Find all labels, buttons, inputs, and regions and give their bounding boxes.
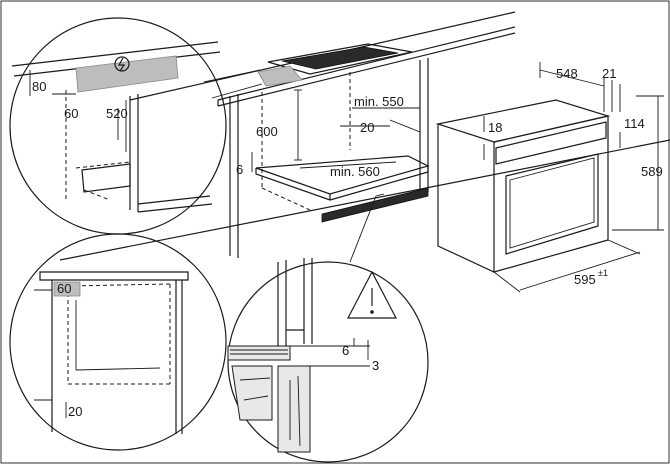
connection-area — [257, 65, 303, 87]
dim-label-21: 21 — [602, 66, 616, 81]
electric-connection-icon — [114, 56, 130, 72]
dim-label-80: 80 — [32, 79, 46, 94]
dim-label-18: 18 — [488, 120, 502, 135]
dim-label-520: 520 — [106, 106, 128, 121]
dim-label-60-cable: 60 — [64, 106, 78, 121]
oven — [435, 99, 611, 273]
detail-circle-bottom — [9, 233, 227, 451]
dim-label-548: 548 — [556, 66, 578, 81]
dim-label-114: 114 — [624, 116, 645, 131]
dim-label-60-corner: 60 — [57, 281, 71, 296]
cabinet-dimensions — [251, 89, 421, 172]
dim-label-min-550: min. 550 — [354, 94, 404, 109]
cabinet — [59, 58, 670, 261]
dim-label-3-detail: 3 — [372, 358, 379, 373]
ventilation-gap — [321, 187, 429, 223]
dim-label-595: 595 — [574, 272, 596, 287]
dim-label-589: 589 — [641, 164, 663, 179]
dim-label-6-left: 6 — [236, 162, 243, 177]
dim-label-600: 600 — [256, 124, 278, 139]
detail-circle-top — [9, 17, 263, 235]
warning-triangle-icon — [347, 270, 397, 319]
hob — [267, 43, 413, 75]
dim-label-595-tolerance: ±1 — [598, 268, 608, 278]
dim-label-20-bottom: 20 — [68, 404, 82, 419]
detail-circle-center — [227, 193, 429, 463]
dim-label-min-560: min. 560 — [330, 164, 380, 179]
dim-label-20-top: 20 — [360, 120, 374, 135]
oven-dimensions — [483, 62, 664, 293]
dim-label-6-detail: 6 — [342, 343, 349, 358]
